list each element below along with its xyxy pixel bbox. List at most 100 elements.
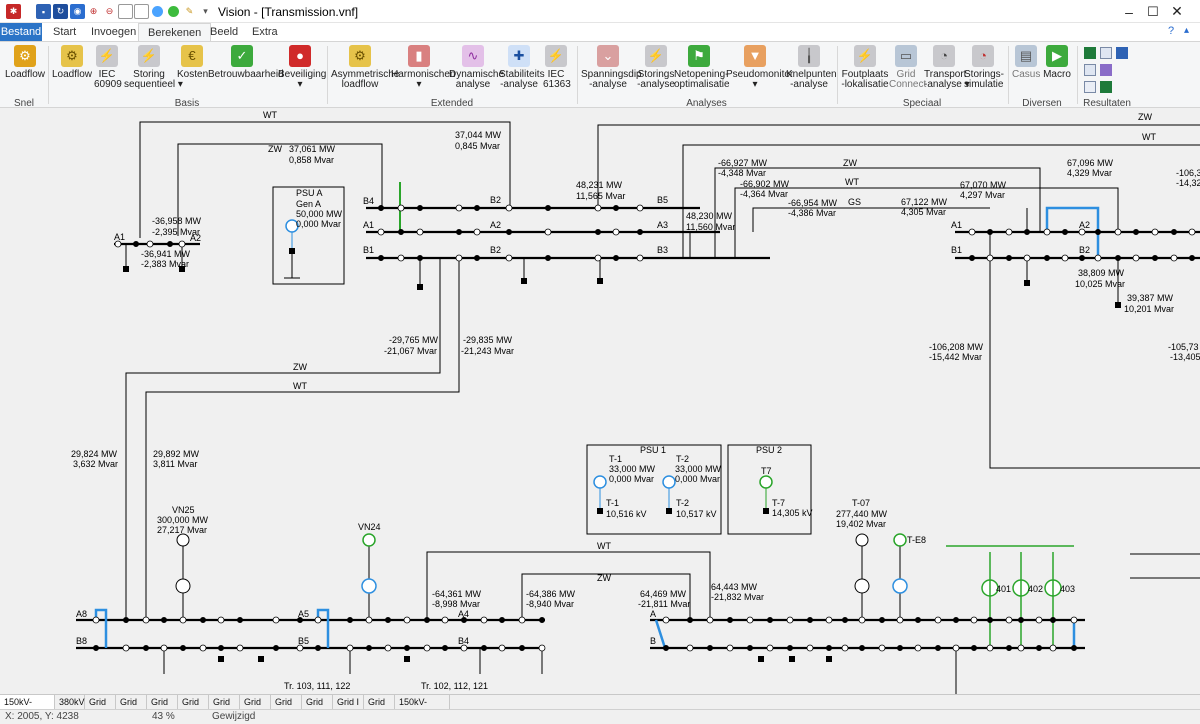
results-grid-icon[interactable]: [1100, 47, 1112, 59]
results-export-icon[interactable]: [1100, 81, 1112, 93]
switch-node-closed[interactable]: [423, 616, 430, 623]
tab-beeld[interactable]: Beeld: [210, 26, 239, 38]
switch-node-closed[interactable]: [1024, 229, 1031, 236]
switch-node-closed[interactable]: [519, 645, 526, 652]
switch-node-open[interactable]: [952, 644, 960, 652]
switch-node-open[interactable]: [199, 644, 207, 652]
switch-node-closed[interactable]: [397, 229, 404, 236]
sheet-tab-grid-f[interactable]: Grid F: [240, 695, 271, 721]
switch-node-closed[interactable]: [1133, 229, 1140, 236]
switch-node-open[interactable]: [934, 616, 942, 624]
coupler-blue-a5[interactable]: [316, 608, 330, 648]
switch-node-closed[interactable]: [473, 254, 480, 261]
tab-berekenen[interactable]: Berekenen: [138, 23, 212, 41]
sheet-tab-grid-g[interactable]: Grid G: [271, 695, 302, 721]
line-top-right[interactable]: [597, 124, 1200, 208]
switch-node-open[interactable]: [1132, 254, 1140, 262]
switch-node-open[interactable]: [1078, 228, 1086, 236]
switch-node-open[interactable]: [636, 254, 644, 262]
zoom-in-icon[interactable]: ⊕: [89, 6, 98, 16]
switch-node-closed[interactable]: [953, 616, 960, 623]
asymmetrische-loadflow-button[interactable]: ⚙ Asymmetrische loadflow: [331, 45, 399, 90]
switch-node-closed[interactable]: [416, 205, 423, 212]
switch-node-open[interactable]: [1094, 254, 1102, 262]
switch-node-open[interactable]: [92, 616, 100, 624]
storings-simulatie-button[interactable]: ◔ Storings- simulatie: [964, 45, 1004, 90]
green-circle-icon[interactable]: [166, 4, 181, 19]
switch-node-open[interactable]: [217, 616, 225, 624]
switch-node-open[interactable]: [505, 204, 513, 212]
psu2-t7-generator[interactable]: [759, 475, 773, 514]
switch-node-open[interactable]: [544, 228, 552, 236]
switch-node-closed[interactable]: [915, 616, 922, 623]
line-zw-lower[interactable]: [521, 573, 691, 620]
psu1-t2-generator[interactable]: [662, 475, 676, 514]
switch-node-closed[interactable]: [179, 645, 186, 652]
busbar-blue-a[interactable]: [654, 619, 667, 649]
switch-node-open[interactable]: [397, 254, 405, 262]
switch-node-open[interactable]: [1035, 616, 1043, 624]
sheet-tab-grid-a[interactable]: Grid A: [85, 695, 116, 721]
switch-node-closed[interactable]: [403, 645, 410, 652]
zoom-out-icon[interactable]: ⊖: [105, 6, 114, 16]
switch-node-closed[interactable]: [595, 229, 602, 236]
sheet-tab-150kv-north[interactable]: 150kV-North: [0, 695, 55, 721]
ribbon-collapse-icon[interactable]: ▴: [1184, 25, 1190, 36]
switch-node-closed[interactable]: [346, 616, 353, 623]
grid-connect-button[interactable]: ▭ Grid Connect: [889, 45, 926, 90]
sheet-tab-grid-b[interactable]: Grid B: [116, 695, 147, 721]
switch-node-open[interactable]: [786, 616, 794, 624]
switch-node-closed[interactable]: [727, 616, 734, 623]
switch-node-open[interactable]: [706, 616, 714, 624]
minimize-button[interactable]: –: [1125, 3, 1133, 20]
switch-node-closed[interactable]: [236, 616, 243, 623]
switch-node-closed[interactable]: [132, 240, 139, 247]
network-diagram-canvas[interactable]: WT ZW ZW WT ZW WT GS WT ZW ZW WT 37,044 …: [0, 108, 1200, 694]
results-save-icon[interactable]: [1116, 47, 1128, 59]
switch-node-closed[interactable]: [987, 229, 994, 236]
t07-generator-symbol[interactable]: [854, 533, 870, 594]
switch-node-closed[interactable]: [969, 254, 976, 261]
sheet-tab-grid-e[interactable]: Grid E: [209, 695, 240, 721]
close-button[interactable]: ✕: [1171, 3, 1183, 19]
spanningsdip-analyse-button[interactable]: ⌄ Spanningsdip -analyse: [581, 45, 642, 90]
switch-node-open[interactable]: [365, 616, 373, 624]
switch-node-closed[interactable]: [1189, 254, 1196, 261]
sheet-tab-150kv-south[interactable]: 150kV-South: [395, 695, 450, 721]
zoom-window-icon[interactable]: [118, 4, 133, 19]
switch-node-closed[interactable]: [545, 205, 552, 212]
switch-node-open[interactable]: [314, 616, 322, 624]
switch-node-open[interactable]: [178, 240, 186, 248]
line-wt-right[interactable]: [682, 144, 1200, 258]
switch-node-closed[interactable]: [807, 616, 814, 623]
iec61363-button[interactable]: ⚡ IEC 61363: [543, 45, 571, 90]
switch-node-closed[interactable]: [1006, 645, 1013, 652]
switch-node-closed[interactable]: [897, 645, 904, 652]
switch-node-open[interactable]: [236, 644, 244, 652]
switch-node-closed[interactable]: [842, 616, 849, 623]
switch-node-closed[interactable]: [272, 645, 279, 652]
switch-node-open[interactable]: [636, 204, 644, 212]
psu1-t1-generator[interactable]: [593, 475, 607, 514]
switch-node-closed[interactable]: [166, 240, 173, 247]
stabiliteits-analyse-button[interactable]: ✚ Stabiliteits -analyse: [499, 45, 545, 90]
tab-start[interactable]: Start: [53, 26, 77, 38]
switch-node-open[interactable]: [423, 644, 431, 652]
switch-node-closed[interactable]: [613, 254, 620, 261]
switch-node-open[interactable]: [455, 204, 463, 212]
line-gs-mid[interactable]: [752, 207, 990, 232]
switch-node-open[interactable]: [986, 254, 994, 262]
tab-extra[interactable]: Extra: [252, 26, 278, 38]
switch-node-open[interactable]: [970, 616, 978, 624]
vn24-generator-symbol[interactable]: [361, 533, 377, 594]
switch-node-open[interactable]: [114, 240, 122, 248]
storings-analyse-button[interactable]: ⚡ Storings -analyse: [637, 45, 675, 90]
switch-node-closed[interactable]: [1050, 616, 1057, 623]
switch-node-open[interactable]: [179, 616, 187, 624]
switch-node-open[interactable]: [878, 644, 886, 652]
sheet-tab-grid-d[interactable]: Grid D: [178, 695, 209, 721]
switch-node-open[interactable]: [1005, 616, 1013, 624]
switch-node-open[interactable]: [1188, 228, 1196, 236]
switch-node-closed[interactable]: [1062, 229, 1069, 236]
zoom-fit-icon[interactable]: [134, 4, 149, 19]
